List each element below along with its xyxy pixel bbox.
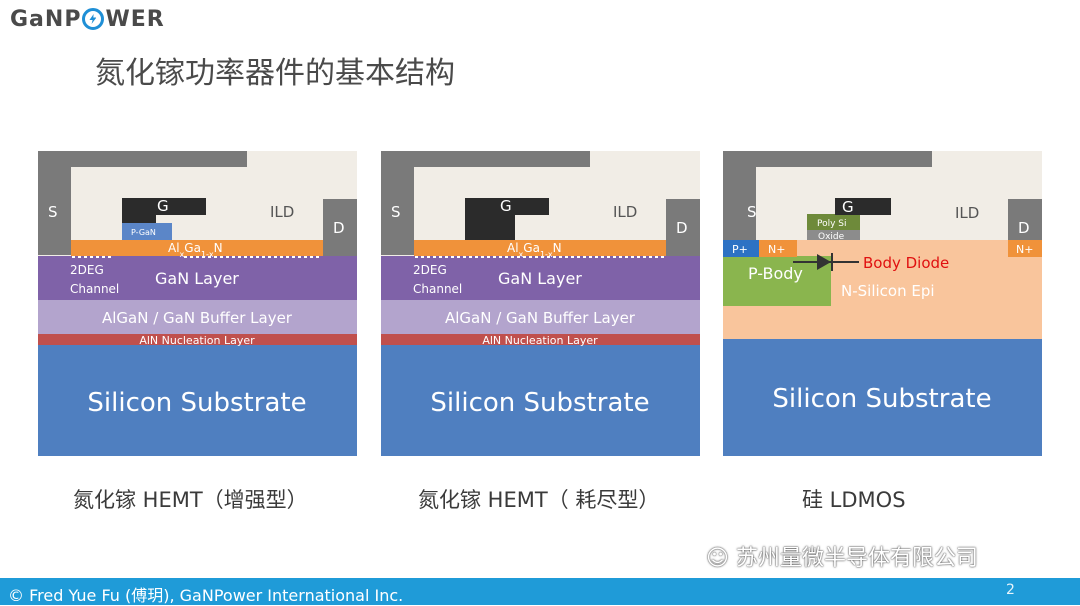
gate-metal xyxy=(465,198,549,215)
label-substrate: Silicon Substrate xyxy=(430,388,649,418)
label-gan-layer: GaN Layer xyxy=(155,269,239,288)
drain-contact xyxy=(666,199,700,256)
label-p-plus: P+ xyxy=(732,243,748,256)
label-n-epi: N-Silicon Epi xyxy=(841,282,935,300)
drain-contact xyxy=(1008,199,1042,240)
body-diode-icon xyxy=(817,254,831,270)
label-drain: D xyxy=(1018,219,1030,237)
caption-ldmos: 硅 LDMOS xyxy=(802,488,906,512)
label-oxide: Oxide xyxy=(818,232,845,242)
algan-barrier xyxy=(71,240,323,256)
label-channel: Channel xyxy=(70,282,119,296)
label-channel: Channel xyxy=(413,282,462,296)
label-source: S xyxy=(48,203,58,221)
label-buffer: AlGaN / GaN Buffer Layer xyxy=(102,309,293,327)
label-substrate: Silicon Substrate xyxy=(772,384,991,414)
label-gate: G xyxy=(157,197,169,215)
label-source: S xyxy=(747,203,757,221)
buffer-layer xyxy=(381,300,700,334)
label-ild: ILD xyxy=(270,203,294,221)
diagram-hemt-depletion: S D G ILD AlxGa1-xN 2DEG Channel GaN Lay… xyxy=(381,151,700,456)
source-contact xyxy=(38,151,247,255)
watermark: ☺ 苏州量微半导体有限公司 xyxy=(706,540,978,572)
logo-text-left: GaNP xyxy=(10,6,82,32)
n-plus-drain-region xyxy=(1008,240,1042,257)
label-gate: G xyxy=(842,198,854,216)
nucleation-layer xyxy=(38,334,357,345)
footer-bar xyxy=(0,578,1080,605)
label-algan: AlxGa1-xN xyxy=(507,241,562,259)
gate-oxide xyxy=(807,230,860,240)
label-n-plus: N+ xyxy=(768,243,785,256)
gate-metal xyxy=(122,198,206,215)
label-ild: ILD xyxy=(955,204,979,222)
p-gan-layer xyxy=(122,223,172,240)
caption-hemt-enhancement: 氮化镓 HEMT（增强型） xyxy=(73,488,308,512)
watermark-text: 苏州量微半导体有限公司 xyxy=(735,546,978,571)
page-number: 2 xyxy=(1006,582,1015,598)
wechat-icon: ☺ xyxy=(706,546,729,571)
substrate-layer xyxy=(38,344,357,456)
substrate-layer xyxy=(381,344,700,456)
gate-metal xyxy=(835,198,891,215)
label-drain: D xyxy=(676,219,688,237)
p-body-region xyxy=(723,256,831,306)
gate-stem xyxy=(465,211,515,240)
source-contact xyxy=(723,151,932,240)
label-drain: D xyxy=(333,219,345,237)
label-gate: G xyxy=(500,197,512,215)
label-poly-si: Poly Si xyxy=(817,219,847,229)
source-contact xyxy=(381,151,590,255)
label-p-body: P-Body xyxy=(748,264,803,283)
gate-stem xyxy=(122,211,156,223)
label-2deg: 2DEG xyxy=(413,263,447,277)
substrate-layer xyxy=(723,339,1042,456)
nucleation-layer xyxy=(381,334,700,345)
label-gan-layer: GaN Layer xyxy=(498,269,582,288)
ganpower-logo: GaNP WER xyxy=(10,6,165,32)
label-2deg: 2DEG xyxy=(70,263,104,277)
slide-title: 氮化镓功率器件的基本结构 xyxy=(95,56,455,91)
label-nucleation: AlN Nucleation Layer xyxy=(482,334,598,347)
diagram-ldmos: S D G ILD Poly Si Oxide P+ N+ N+ P-Body … xyxy=(723,151,1042,456)
label-ild: ILD xyxy=(613,203,637,221)
label-algan: AlxGa1-xN xyxy=(168,241,223,259)
logo-text-right: WER xyxy=(105,6,165,32)
power-bolt-icon xyxy=(82,8,105,30)
drain-contact xyxy=(323,199,357,256)
label-p-gan: P-GaN xyxy=(131,228,156,237)
label-source: S xyxy=(391,203,401,221)
caption-hemt-depletion: 氮化镓 HEMT（ 耗尽型） xyxy=(418,488,660,512)
footer-copyright: © Fred Yue Fu (傅玥), GaNPower Internation… xyxy=(8,586,404,605)
buffer-layer xyxy=(38,300,357,334)
label-body-diode: Body Diode xyxy=(863,254,949,272)
gan-layer xyxy=(381,256,700,300)
gan-layer xyxy=(38,256,357,300)
n-plus-source-region xyxy=(759,240,797,257)
label-substrate: Silicon Substrate xyxy=(87,388,306,418)
algan-barrier xyxy=(414,240,666,256)
label-n-plus-drain: N+ xyxy=(1016,243,1033,256)
diagram-hemt-enhancement: S D G ILD P-GaN AlxGa1-xN 2DEG Channel G… xyxy=(38,151,357,456)
label-nucleation: AlN Nucleation Layer xyxy=(139,334,255,347)
label-buffer: AlGaN / GaN Buffer Layer xyxy=(445,309,636,327)
poly-si-gate xyxy=(807,214,860,230)
p-plus-region xyxy=(723,240,759,257)
